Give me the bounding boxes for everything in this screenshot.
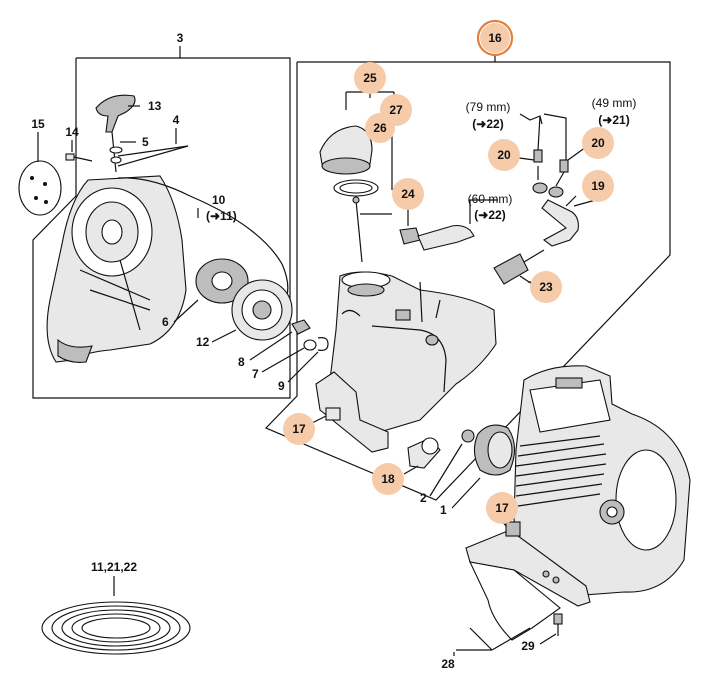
- hose79-length: (79 mm): [466, 100, 511, 114]
- callout-25[interactable]: 25: [354, 62, 386, 94]
- part-starter-housing: [46, 175, 187, 363]
- label-lines-4-5: [109, 128, 189, 167]
- part-engine-block: [513, 365, 691, 597]
- part-rope-rotor: [211, 279, 293, 343]
- label-12: 12: [196, 335, 210, 349]
- label-14: 14: [65, 125, 79, 139]
- callout-17a-text: 17: [292, 422, 306, 436]
- callout-24[interactable]: 24: [392, 178, 424, 210]
- callout-17b-text: 17: [495, 501, 509, 515]
- label-7: 7: [252, 367, 259, 381]
- callout-20a-text: 20: [497, 148, 511, 162]
- part-washer: [261, 339, 317, 373]
- label-6: 6: [162, 315, 169, 329]
- part-pawl: [249, 319, 311, 361]
- label-lines-28-29: [453, 613, 563, 656]
- hose49-ref: (➜21): [598, 113, 629, 127]
- part-spring-housing: [173, 258, 249, 323]
- part-buffer: [403, 437, 441, 475]
- part-base-bracket: [465, 511, 591, 641]
- part-fuel-filter: [493, 249, 545, 285]
- tank-frame-border: [264, 61, 671, 501]
- callout-16[interactable]: 16: [476, 19, 514, 57]
- label-15: 15: [31, 117, 45, 131]
- label-5: 5: [142, 135, 149, 149]
- callout-19[interactable]: 19: [582, 170, 614, 202]
- callout-23-text: 23: [539, 280, 553, 294]
- callout-27-text: 27: [389, 103, 403, 117]
- callout-20b[interactable]: 20: [582, 127, 614, 159]
- part-screw-14: [65, 140, 93, 162]
- label-13: 13: [148, 99, 162, 113]
- callout-25-text: 25: [363, 71, 377, 85]
- label-2: 2: [420, 491, 427, 505]
- callout-17-tank[interactable]: 17: [283, 413, 315, 445]
- callout-18[interactable]: 18: [372, 463, 404, 495]
- label-28: 28: [441, 657, 455, 671]
- starter-group-frame: 3: [32, 31, 291, 399]
- part-nut-and-buffer: [429, 424, 516, 509]
- label-8: 8: [238, 355, 245, 369]
- label-9: 9: [278, 379, 285, 393]
- label-10: 10: [212, 193, 226, 207]
- label-1: 1: [440, 503, 447, 517]
- hose60-length: (60 mm): [468, 192, 513, 206]
- label-4: 4: [173, 113, 180, 127]
- label-spring-group: 11,21,22: [91, 560, 137, 574]
- callout-23[interactable]: 23: [530, 271, 562, 303]
- hose79-ref: (➜22): [472, 117, 503, 131]
- ref-10: (➜11): [206, 209, 237, 223]
- label-29: 29: [521, 639, 535, 653]
- callout-24-text: 24: [401, 187, 415, 201]
- hose49-length: (49 mm): [592, 96, 637, 110]
- part-fuel-tank: [315, 271, 497, 453]
- callout-20b-text: 20: [591, 136, 605, 150]
- part-fuel-hoses: [519, 113, 579, 247]
- part-cover-plate: [18, 132, 62, 216]
- part-spring-clip: [287, 337, 329, 383]
- callout-16-text: 16: [488, 31, 502, 45]
- callout-17-base[interactable]: 17: [486, 492, 518, 524]
- callout-26-text: 26: [373, 121, 387, 135]
- callout-26[interactable]: 26: [365, 113, 395, 143]
- callout-20a[interactable]: 20: [488, 139, 520, 171]
- callout-18-text: 18: [381, 472, 395, 486]
- part-filler-cap: [319, 90, 395, 197]
- part-rewind-spring: [41, 576, 191, 655]
- part-vent-valve: [352, 196, 498, 263]
- starter-frame-label: 3: [177, 31, 184, 45]
- starter-frame-border: [32, 57, 291, 399]
- hose60-ref: (➜22): [474, 208, 505, 222]
- callout-19-text: 19: [591, 179, 605, 193]
